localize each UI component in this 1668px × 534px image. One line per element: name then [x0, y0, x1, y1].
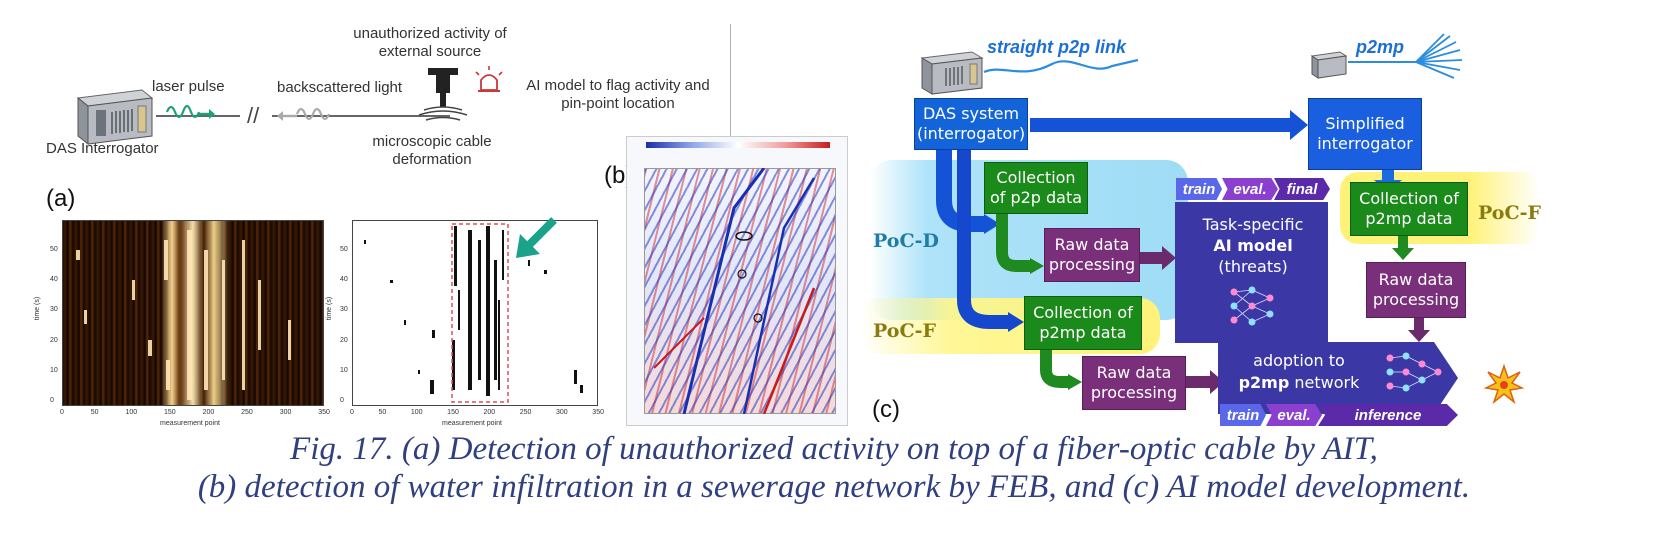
- adoption-text: adoption to p2mp network: [1226, 350, 1372, 394]
- poc-f-label-left: PoC-F: [873, 320, 936, 342]
- deformation-label: microscopic cable deformation: [372, 133, 492, 168]
- waterfall-markers: [653, 168, 816, 414]
- neural-net-icon-1: [1230, 286, 1274, 326]
- adoption-line2: p2mp network: [1238, 373, 1360, 392]
- p2mp-fiber-fan-icon: [1348, 33, 1463, 79]
- heatmap-left: [62, 220, 324, 406]
- binary-map-marks: [364, 223, 583, 403]
- figure-caption-line1: Fig. 17. (a) Detection of unauthorized a…: [290, 431, 1378, 467]
- heatmap-left-xlabel: measurement point: [160, 420, 220, 427]
- poc-d-label: PoC-D: [873, 230, 939, 252]
- collection-p2mp-box-right: Collection of p2mp data: [1350, 182, 1468, 236]
- tag-inference: inference: [1318, 404, 1458, 426]
- adoption-line1: adoption to: [1253, 351, 1345, 370]
- jackhammer-icon: [418, 68, 468, 121]
- p2p-label: straight p2p link: [987, 37, 1127, 57]
- tag-final: final: [1274, 178, 1330, 200]
- break-mark: //: [247, 103, 260, 128]
- activity-label: unauthorized activity of external source: [353, 25, 507, 60]
- highlight-arrow-icon: [516, 217, 557, 258]
- ai-model-bold: AI model: [1213, 236, 1293, 255]
- raw-processing-box-2: Raw data processing: [1082, 356, 1186, 410]
- waterfall-colorbar: [646, 142, 830, 148]
- ai-flag-label: AI model to flag activity and pin-point …: [526, 77, 710, 112]
- figure-caption-line2: (b) detection of water infiltration in a…: [197, 469, 1471, 505]
- binary-map: [352, 220, 598, 406]
- das-device-icon: [920, 51, 984, 95]
- panel-c-letter: (c): [872, 396, 900, 423]
- tag-train-bottom: train: [1220, 404, 1266, 426]
- panel-a-letter: (a): [46, 185, 76, 212]
- panel-divider: [730, 24, 731, 164]
- p2p-fiber-icon: [983, 58, 1139, 74]
- neural-net-icon-2: [1386, 352, 1442, 392]
- explosion-icon: [1484, 364, 1524, 404]
- ai-model-sub: (threats): [1218, 257, 1288, 276]
- ai-model-shape: [1175, 202, 1458, 414]
- collection-p2mp-box-left: Collection of p2mp data: [1024, 296, 1142, 350]
- alarm-light-icon: [475, 66, 503, 92]
- das-system-box: DAS system (interrogator): [914, 98, 1028, 150]
- das-interrogator-label: DAS Interrogator: [46, 140, 159, 157]
- backscatter-label: backscattered light: [277, 79, 403, 96]
- tag-train: train: [1176, 178, 1222, 200]
- backscatter-icon: [277, 107, 331, 121]
- heatmap-left-overlay: [76, 230, 291, 400]
- raw-processing-box-1: Raw data processing: [1044, 228, 1140, 282]
- p2mp-label: p2mp: [1356, 37, 1405, 57]
- laser-pulse-label: laser pulse: [152, 78, 225, 95]
- collection-p2p-box: Collection of p2p data: [984, 162, 1088, 214]
- tag-eval: eval.: [1222, 178, 1278, 200]
- waterfall-image: [644, 168, 836, 414]
- poc-f-label-right: PoC-F: [1478, 202, 1541, 224]
- binary-map-xlabel: measurement point: [442, 420, 502, 427]
- ai-model-title: Task-specific: [1202, 215, 1304, 234]
- laser-pulse-icon: [165, 104, 215, 119]
- raw-processing-box-3: Raw data processing: [1366, 262, 1466, 318]
- tag-eval-bottom: eval.: [1266, 404, 1322, 426]
- das-interrogator-icon: [76, 89, 154, 146]
- simplified-interrogator-box: Simplified interrogator: [1308, 98, 1422, 170]
- p2mp-device-icon: [1310, 51, 1348, 79]
- ai-model-text: Task-specific AI model (threats): [1176, 214, 1330, 277]
